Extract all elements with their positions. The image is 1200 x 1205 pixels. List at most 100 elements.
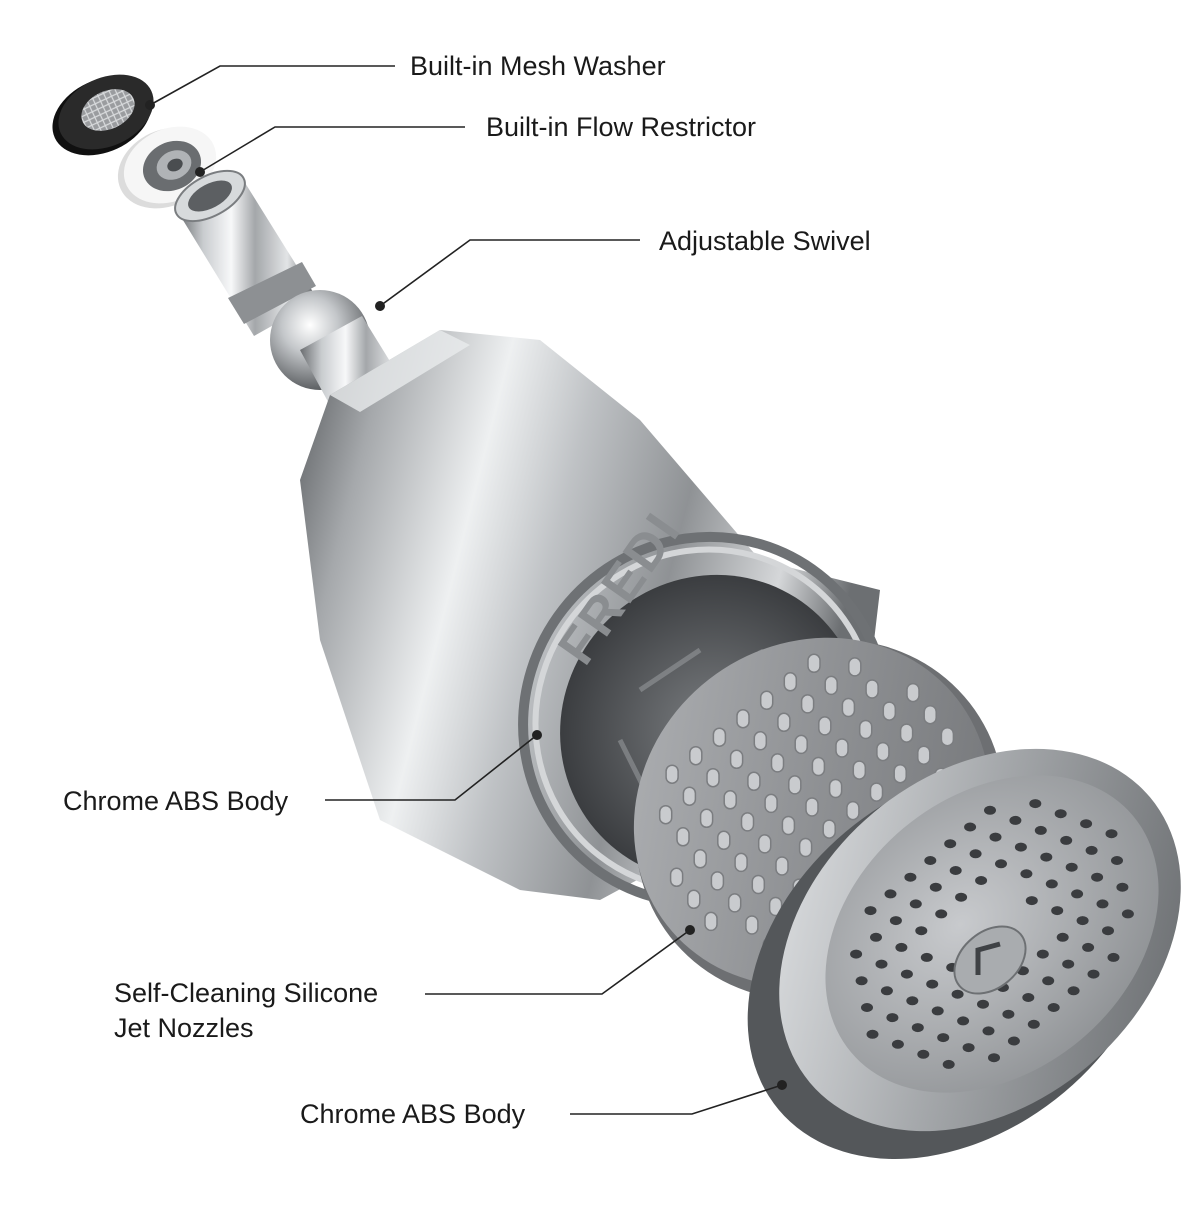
nozzle-bump bbox=[747, 771, 761, 792]
label-face-chrome-abs-body: Chrome ABS Body bbox=[300, 1099, 526, 1129]
spray-hole bbox=[884, 889, 897, 899]
nozzle-bump bbox=[676, 827, 690, 847]
spray-hole bbox=[891, 1039, 904, 1049]
spray-hole bbox=[949, 866, 962, 875]
nozzle-bump bbox=[848, 657, 862, 677]
spray-hole bbox=[1047, 1003, 1060, 1012]
center-logo-icon bbox=[953, 925, 1027, 995]
nozzle-bump bbox=[824, 675, 838, 696]
nozzle-bump bbox=[818, 716, 832, 736]
spray-hole bbox=[915, 926, 928, 936]
nozzle-bump bbox=[729, 749, 744, 770]
spray-hole bbox=[886, 1013, 899, 1023]
nozzle-bump bbox=[669, 867, 684, 888]
spray-hole bbox=[1007, 1036, 1020, 1046]
label-mesh-washer: Built-in Mesh Washer bbox=[410, 51, 666, 81]
nozzle-bump bbox=[757, 834, 772, 854]
spray-hole bbox=[880, 986, 893, 996]
spray-hole bbox=[944, 839, 957, 849]
nozzle-bump bbox=[899, 723, 914, 743]
spray-hole bbox=[937, 1033, 950, 1043]
spray-hole bbox=[926, 979, 939, 989]
nozzle-bump bbox=[734, 852, 748, 873]
spray-hole bbox=[1111, 856, 1123, 865]
nozzle-bump bbox=[775, 856, 789, 876]
nozzle-bump bbox=[882, 701, 897, 721]
spray-hole bbox=[1060, 835, 1073, 845]
nozzle-bump bbox=[770, 753, 785, 773]
spray-hole bbox=[984, 805, 996, 815]
nozzle-bump bbox=[893, 763, 907, 784]
nozzle-bump bbox=[723, 790, 737, 810]
spray-hole bbox=[1082, 942, 1095, 952]
spray-hole bbox=[1071, 889, 1084, 899]
leader-dots bbox=[145, 100, 787, 1090]
nozzle-bump bbox=[869, 782, 884, 802]
spray-hole bbox=[988, 1053, 1000, 1063]
label-adjustable-swivel: Adjustable Swivel bbox=[659, 226, 871, 256]
spray-hole bbox=[942, 1059, 955, 1069]
nozzle-bump bbox=[841, 697, 856, 718]
nozzle-bump bbox=[699, 808, 714, 829]
nozzle-bump bbox=[805, 797, 819, 817]
spray-hole bbox=[929, 882, 942, 892]
nozzle-bump bbox=[858, 719, 873, 740]
spray-hole bbox=[1027, 1019, 1040, 1029]
nozzle-bump bbox=[876, 741, 890, 762]
spray-hole bbox=[917, 1049, 930, 1059]
spray-hole bbox=[989, 832, 1002, 842]
spray-hole-array bbox=[850, 799, 1134, 1069]
nozzle-bump bbox=[906, 682, 920, 703]
nozzle-bump bbox=[923, 704, 937, 725]
nozzle-bump bbox=[706, 767, 720, 788]
spray-hole bbox=[855, 976, 868, 986]
nozzle-bump bbox=[759, 690, 774, 711]
nozzle-bump bbox=[794, 734, 808, 755]
spray-hole bbox=[1054, 809, 1067, 819]
spray-hole bbox=[969, 849, 982, 859]
label-silicone-nozzles-line1: Self-Cleaning Silicone bbox=[114, 978, 379, 1008]
spray-hole bbox=[904, 872, 917, 882]
spray-hole bbox=[895, 942, 908, 952]
nozzle-bump bbox=[687, 889, 701, 910]
nozzle-bump bbox=[712, 727, 727, 747]
spray-hole bbox=[889, 916, 902, 926]
nozzle-bump bbox=[788, 775, 802, 795]
spray-hole bbox=[977, 999, 989, 1009]
spray-hole bbox=[1042, 976, 1055, 986]
spray-hole bbox=[1121, 909, 1134, 919]
nozzle-bump bbox=[781, 815, 796, 836]
nozzle-bump bbox=[835, 738, 849, 758]
spray-hole bbox=[864, 906, 877, 916]
spray-hole bbox=[1029, 799, 1042, 809]
spray-hole bbox=[1036, 949, 1049, 959]
nozzle-bump bbox=[764, 793, 778, 814]
spray-hole bbox=[1087, 969, 1100, 979]
spray-hole bbox=[1107, 952, 1120, 962]
nozzle-bump bbox=[740, 812, 755, 832]
nozzle-bump bbox=[800, 694, 815, 714]
nozzle-bump bbox=[710, 871, 725, 891]
nozzle-bump bbox=[704, 911, 718, 932]
nozzle-bump bbox=[751, 874, 766, 895]
spray-hole bbox=[975, 876, 988, 885]
nozzle-bump bbox=[777, 712, 791, 733]
spray-hole bbox=[931, 1006, 944, 1016]
spray-hole bbox=[1105, 829, 1118, 839]
spray-hole bbox=[1034, 825, 1047, 835]
nozzle-bump bbox=[852, 760, 867, 780]
nozzle-bump bbox=[682, 786, 697, 806]
spray-hole bbox=[906, 996, 919, 1006]
spray-hole bbox=[1051, 906, 1064, 916]
spray-hole bbox=[1076, 916, 1089, 926]
nozzle-bump bbox=[753, 731, 768, 751]
spray-hole bbox=[1022, 993, 1035, 1002]
nozzle-bump bbox=[658, 804, 673, 825]
label-flow-restrictor: Built-in Flow Restrictor bbox=[486, 112, 757, 142]
spray-hole bbox=[935, 909, 948, 919]
spray-hole bbox=[924, 856, 937, 865]
nozzle-bump bbox=[811, 756, 826, 777]
spray-hole bbox=[964, 822, 977, 832]
nozzle-bump bbox=[807, 653, 821, 674]
